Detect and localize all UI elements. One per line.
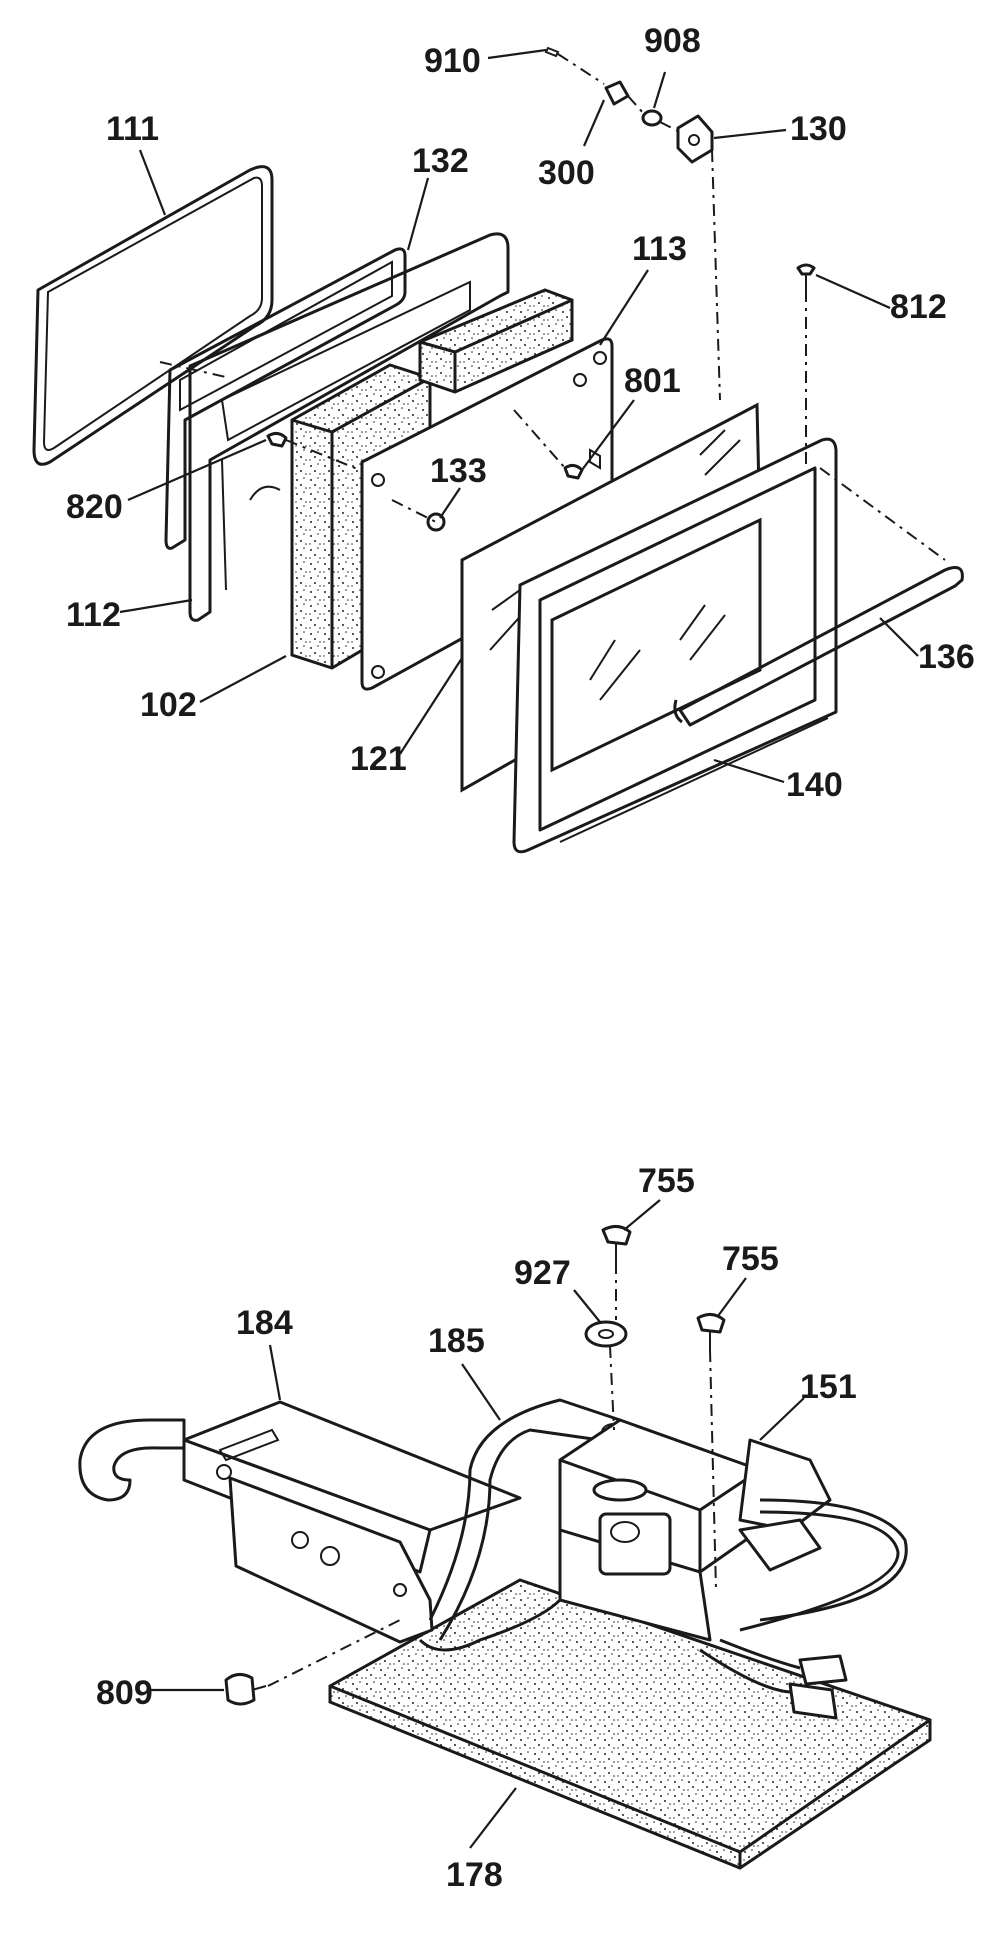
part-111-gasket	[32, 165, 274, 466]
label-910: 910	[424, 42, 481, 80]
label-820: 820	[66, 488, 123, 526]
label-755-b: 755	[722, 1240, 779, 1278]
label-755-a: 755	[638, 1162, 695, 1200]
label-801: 801	[624, 362, 681, 400]
leaders-lower	[148, 1199, 805, 1849]
part-908-washer	[641, 109, 663, 127]
label-185: 185	[428, 1322, 485, 1360]
label-112: 112	[66, 596, 121, 634]
label-133: 133	[430, 452, 487, 490]
label-300: 300	[538, 154, 595, 192]
labels-lower: 755 927 755 184 185 151 809 178	[96, 1162, 857, 1894]
part-910-screw	[544, 46, 560, 58]
label-132: 132	[412, 142, 469, 180]
label-908: 908	[644, 22, 701, 60]
lower-latch-assembly: 755 927 755 184 185 151 809 178	[78, 1162, 932, 1894]
part-140-outer-door	[512, 437, 838, 854]
part-809-screw	[224, 1673, 256, 1706]
upper-door-assembly: 910 908 300 130 111 132 113 812 801 820 …	[32, 22, 975, 854]
part-755-screw-a	[601, 1225, 632, 1246]
label-136: 136	[918, 638, 975, 676]
part-755-screw-b	[696, 1313, 726, 1334]
label-812: 812	[890, 288, 947, 326]
hardware-upper	[159, 46, 816, 532]
part-130-bracket	[676, 114, 714, 164]
part-300-latch	[604, 80, 630, 106]
part-927-washer	[584, 1320, 628, 1348]
label-111: 111	[106, 110, 159, 148]
part-178-pad	[328, 1578, 932, 1870]
part-820-screw	[266, 431, 288, 448]
label-121: 121	[350, 740, 407, 778]
label-184: 184	[236, 1304, 293, 1342]
part-801-screw	[563, 463, 584, 480]
labels-upper: 910 908 300 130 111 132 113 812 801 820 …	[66, 22, 975, 804]
label-102: 102	[140, 686, 197, 724]
part-184-latch-hook	[78, 1400, 522, 1644]
part-136-handle	[673, 467, 964, 727]
hardware-lower	[224, 1225, 726, 1706]
label-140: 140	[786, 766, 843, 804]
label-809: 809	[96, 1674, 153, 1712]
label-130: 130	[790, 110, 847, 148]
label-178: 178	[446, 1856, 503, 1894]
label-927: 927	[514, 1254, 571, 1292]
part-132-112-liner	[164, 232, 510, 622]
label-113: 113	[632, 230, 687, 268]
leaders-upper	[119, 48, 919, 784]
part-151-motor-assembly	[418, 1418, 908, 1720]
part-812-screw	[796, 263, 816, 276]
label-151: 151	[800, 1368, 857, 1406]
